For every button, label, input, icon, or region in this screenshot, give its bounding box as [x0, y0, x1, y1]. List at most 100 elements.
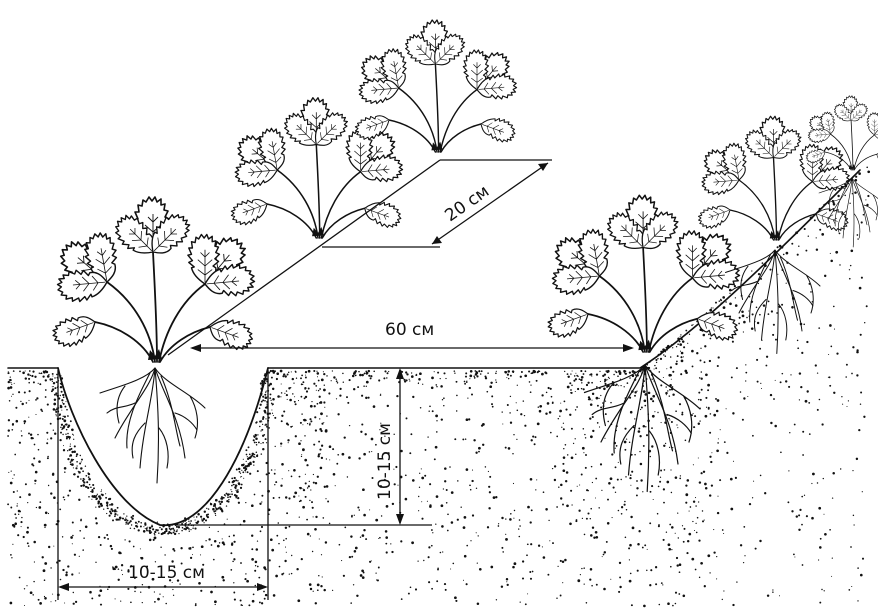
soil-dot: [246, 471, 249, 474]
hole-depth-label: 10-15 см: [375, 423, 395, 500]
soil-dot: [629, 396, 632, 399]
soil-dot: [750, 327, 754, 330]
soil-dot: [385, 542, 388, 545]
soil-dot: [298, 442, 301, 446]
soil-dot: [832, 305, 835, 308]
soil-dot: [214, 514, 217, 517]
soil-dot: [751, 313, 754, 316]
soil-dot: [10, 554, 12, 556]
soil-dot: [320, 456, 324, 460]
soil-dot: [797, 347, 800, 350]
soil-dot: [831, 497, 834, 499]
soil-dot: [148, 526, 152, 530]
soil-dot: [242, 471, 245, 474]
soil-dot: [813, 219, 816, 222]
soil-dot: [860, 391, 863, 394]
soil-dot: [367, 369, 371, 373]
soil-dot: [480, 370, 483, 373]
soil-dot: [361, 373, 364, 377]
soil-dot: [779, 381, 782, 384]
soil-dot: [82, 484, 85, 487]
soil-dot: [697, 457, 699, 459]
soil-dot: [696, 516, 699, 519]
soil-dot: [304, 435, 306, 437]
soil-dot: [831, 557, 833, 559]
soil-dot: [52, 593, 54, 595]
soil-dot: [460, 506, 462, 508]
soil-dot: [69, 420, 72, 423]
soil-dot: [265, 423, 267, 425]
soil-dot: [319, 448, 322, 451]
soil-dot: [273, 472, 276, 475]
soil-dot: [662, 584, 664, 586]
soil-dot: [282, 375, 285, 378]
soil-dot: [9, 386, 13, 389]
soil-dot: [578, 378, 581, 381]
soil-dot: [148, 531, 152, 534]
soil-dot: [429, 483, 432, 486]
soil-dot: [476, 375, 479, 378]
soil-dot: [760, 387, 763, 390]
soil-dot: [16, 490, 18, 492]
soil-dot: [235, 494, 238, 498]
soil-dot: [248, 604, 251, 607]
soil-dot: [643, 399, 647, 403]
soil-dot: [46, 442, 49, 445]
soil-dot: [16, 505, 18, 507]
soil-dot: [44, 597, 47, 600]
soil-dot: [530, 384, 532, 386]
soil-dot: [264, 382, 267, 385]
soil-dot: [80, 467, 83, 470]
soil-dot: [365, 396, 368, 400]
soil-dot: [263, 590, 265, 593]
soil-dot: [838, 232, 841, 235]
soil-dot: [286, 373, 289, 376]
soil-dot: [8, 400, 11, 402]
soil-dot: [590, 465, 593, 468]
soil-dot: [92, 483, 95, 487]
soil-dot: [18, 576, 21, 579]
soil-dot: [790, 374, 792, 376]
soil-dot: [509, 518, 512, 521]
soil-dot: [379, 485, 383, 488]
soil-dot: [682, 356, 685, 358]
soil-dot: [449, 466, 451, 468]
soil-dot: [536, 479, 538, 481]
soil-dot: [60, 386, 62, 388]
soil-dot: [589, 517, 592, 520]
soil-dot: [328, 445, 332, 448]
soil-dot: [681, 340, 685, 343]
soil-dot: [741, 314, 745, 318]
soil-dot: [852, 514, 855, 517]
soil-dot: [654, 411, 656, 413]
soil-dot: [323, 388, 326, 392]
row-spacing-label: 60 см: [385, 320, 434, 340]
soil-dot: [679, 343, 683, 346]
soil-dot: [162, 596, 164, 598]
soil-dot: [580, 473, 583, 476]
soil-dot: [233, 591, 236, 594]
soil-dot: [194, 519, 196, 521]
soil-dot: [436, 420, 438, 422]
soil-dot: [84, 465, 87, 467]
soil-dot: [863, 415, 866, 418]
soil-dot: [169, 528, 172, 531]
soil-dot: [628, 441, 631, 444]
soil-dot: [507, 447, 511, 450]
soil-dot: [583, 583, 585, 585]
soil-dot: [229, 496, 231, 498]
soil-dot: [852, 470, 854, 472]
soil-dot: [116, 511, 118, 513]
soil-dot: [316, 370, 318, 372]
soil-dot: [641, 546, 644, 549]
soil-dot: [83, 537, 85, 539]
soil-dot: [560, 497, 563, 500]
soil-dot: [181, 529, 183, 532]
soil-dot: [285, 390, 288, 392]
soil-dot: [311, 400, 313, 403]
soil-dot: [691, 365, 694, 368]
soil-dot: [707, 406, 710, 409]
soil-dot: [601, 489, 603, 492]
soil-dot: [428, 546, 431, 549]
soil-dot: [141, 601, 143, 604]
